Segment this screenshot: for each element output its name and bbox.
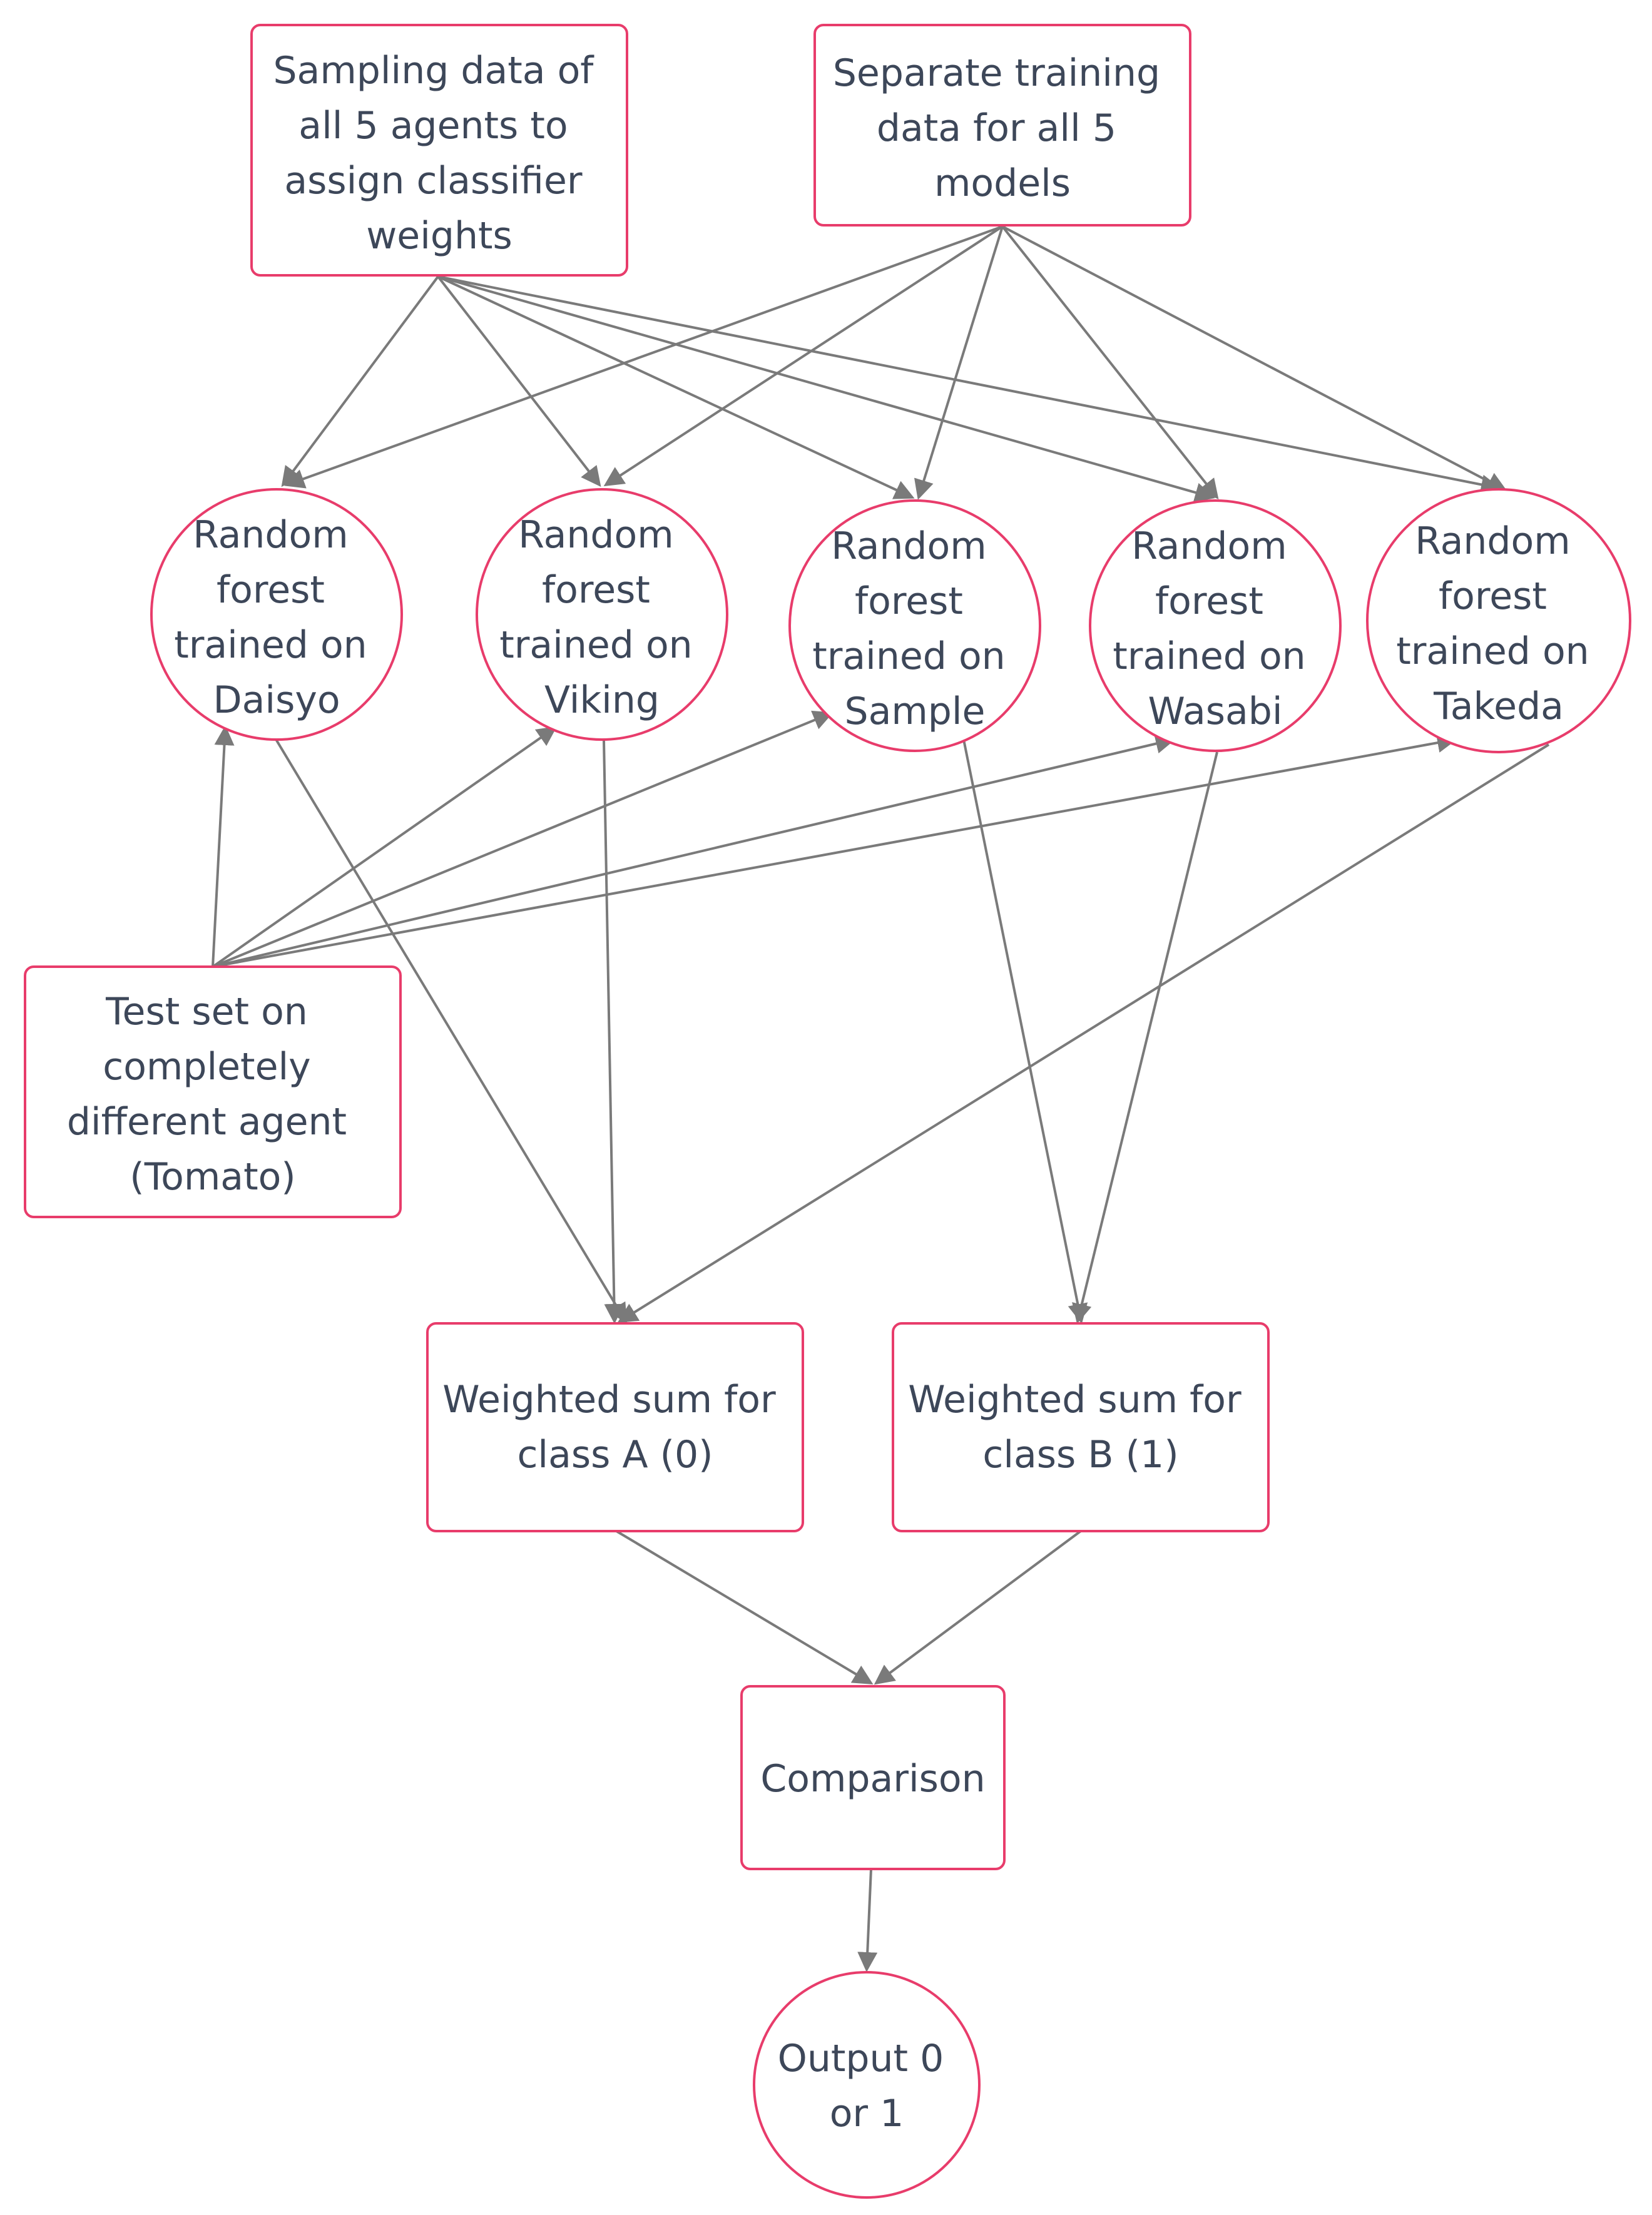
- edge-separate-to-takeda: [1002, 225, 1507, 491]
- node-rf-daisyo-line-3: trained on: [174, 623, 367, 667]
- node-test-set-label: Test set on completely different agent (…: [67, 990, 359, 1199]
- node-rf-sample-label: Random forest trained on Sample: [812, 524, 1017, 733]
- node-sampling: Sampling data of all 5 agents to assign …: [250, 24, 628, 277]
- node-separate-box: [813, 24, 1191, 227]
- edge-test-to-daisyo: [212, 725, 235, 967]
- node-separate-line-3: models: [934, 161, 1071, 205]
- node-rf-viking: Random forest trained on Viking: [476, 488, 728, 741]
- edge-separate-to-wasabi: [1001, 225, 1219, 500]
- edge-sampling-to-sample: [437, 275, 915, 499]
- node-comparison-line-1: Comparison: [760, 1757, 985, 1801]
- edge-test-to-sample: [212, 710, 834, 968]
- node-sum-b-label: Weighted sum for class B (1): [908, 1378, 1253, 1477]
- edge-comparison-to-output: [857, 1868, 878, 1972]
- edge-test-to-wasabi: [212, 733, 1176, 968]
- node-rf-viking-line-1: Random: [518, 513, 673, 557]
- node-sum-a: Weighted sum for class A (0): [426, 1322, 804, 1532]
- edge-viking-to-sum-a: [603, 740, 625, 1324]
- node-rf-wasabi-line-1: Random: [1131, 524, 1287, 568]
- edges: [212, 225, 1550, 1972]
- edge-test-to-viking: [212, 726, 558, 968]
- edge-sampling-to-viking: [437, 275, 601, 487]
- node-sum-a-line-1: Weighted sum for: [442, 1378, 776, 1422]
- node-rf-daisyo-line-4: Daisyo: [213, 678, 340, 722]
- node-rf-viking-circle: [476, 488, 728, 741]
- node-rf-sample-line-3: trained on: [812, 634, 1005, 678]
- node-rf-daisyo-circle: [150, 488, 403, 741]
- node-rf-daisyo: Random forest trained on Daisyo: [150, 488, 403, 741]
- node-comparison-label: Comparison: [760, 1757, 985, 1801]
- node-comparison: Comparison: [740, 1685, 1006, 1870]
- node-separate-label: Separate training data for all 5 models: [833, 51, 1172, 205]
- edge-sampling-to-daisyo: [281, 275, 439, 487]
- node-sum-a-box: [426, 1322, 804, 1532]
- node-rf-wasabi-line-4: Wasabi: [1148, 690, 1282, 733]
- edge-sampling-to-wasabi: [437, 275, 1215, 502]
- edge-sample-to-sum-b: [962, 739, 1088, 1324]
- node-rf-sample-line-2: forest: [855, 579, 963, 623]
- node-output-line-1: Output 0: [778, 2037, 944, 2080]
- node-rf-daisyo-line-2: forest: [217, 568, 325, 612]
- node-test-set-line-3: different agent: [67, 1100, 347, 1144]
- node-rf-wasabi-line-3: trained on: [1113, 634, 1305, 678]
- node-rf-sample-line-1: Random: [831, 524, 986, 568]
- node-sampling-line-3: assign classifier: [284, 159, 582, 203]
- node-sum-b-line-1: Weighted sum for: [908, 1378, 1242, 1422]
- node-rf-wasabi-circle: [1089, 499, 1342, 752]
- node-test-set-line-2: completely: [103, 1045, 310, 1089]
- node-sampling-line-1: Sampling data of: [273, 49, 594, 93]
- node-rf-wasabi-label: Random forest trained on Wasabi: [1113, 524, 1318, 733]
- node-rf-takeda-line-1: Random: [1415, 519, 1570, 563]
- edge-wasabi-to-sum-b: [1072, 751, 1218, 1324]
- node-test-set-line-1: Test set on: [105, 990, 308, 1034]
- edge-takeda-to-sum-a: [617, 743, 1550, 1323]
- node-rf-takeda-line-4: Takeda: [1433, 685, 1564, 728]
- node-sum-a-line-2: class A (0): [517, 1433, 713, 1477]
- node-rf-viking-line-4: Viking: [544, 678, 660, 722]
- node-separate: Separate training data for all 5 models: [813, 24, 1191, 227]
- node-separate-line-2: data for all 5: [877, 106, 1116, 150]
- edge-separate-to-daisyo: [284, 225, 1003, 489]
- node-sum-b: Weighted sum for class B (1): [892, 1322, 1270, 1532]
- edge-separate-to-sample: [914, 226, 1004, 500]
- node-rf-daisyo-label: Random forest trained on Daisyo: [174, 513, 379, 722]
- node-test-set-line-4: (Tomato): [130, 1155, 295, 1199]
- node-test-set: Test set on completely different agent (…: [24, 965, 402, 1218]
- edge-test-to-takeda: [212, 733, 1457, 968]
- node-sum-a-label: Weighted sum for class A (0): [442, 1378, 788, 1477]
- node-rf-takeda-label: Random forest trained on Takeda: [1396, 519, 1601, 728]
- node-output-line-2: or 1: [830, 2092, 904, 2136]
- node-output: Output 0 or 1: [753, 1971, 981, 2199]
- node-sampling-line-4: weights: [366, 214, 512, 258]
- edge-sum-b-to-comparison: [874, 1530, 1082, 1685]
- node-output-label: Output 0 or 1: [778, 2037, 956, 2136]
- node-rf-takeda-circle: [1366, 488, 1631, 753]
- node-rf-sample-circle: [788, 499, 1041, 752]
- node-separate-line-1: Separate training: [833, 51, 1160, 95]
- node-rf-wasabi-line-2: forest: [1155, 579, 1263, 623]
- node-rf-viking-line-2: forest: [542, 568, 650, 612]
- node-sampling-line-2: all 5 agents to: [298, 104, 568, 148]
- node-sampling-box: [250, 24, 628, 277]
- node-rf-sample: Random forest trained on Sample: [788, 499, 1041, 752]
- node-rf-viking-line-3: trained on: [499, 623, 692, 667]
- node-sum-b-line-2: class B (1): [982, 1433, 1178, 1477]
- node-rf-takeda: Random forest trained on Takeda: [1366, 488, 1631, 753]
- edge-separate-to-viking: [603, 225, 1004, 487]
- node-rf-sample-line-4: Sample: [845, 690, 986, 733]
- node-comparison-box: [740, 1685, 1006, 1870]
- node-rf-viking-label: Random forest trained on Viking: [499, 513, 705, 722]
- node-rf-takeda-line-2: forest: [1439, 574, 1547, 618]
- node-rf-wasabi: Random forest trained on Wasabi: [1089, 499, 1342, 752]
- edge-sum-a-to-comparison: [615, 1530, 874, 1685]
- node-output-circle: [753, 1971, 981, 2199]
- node-rf-takeda-line-3: trained on: [1396, 629, 1589, 673]
- edge-sampling-to-takeda: [437, 275, 1501, 495]
- edge-daisyo-to-sum-a: [274, 737, 628, 1324]
- node-rf-daisyo-line-1: Random: [193, 513, 348, 557]
- node-sum-b-box: [892, 1322, 1270, 1532]
- node-sampling-label: Sampling data of all 5 agents to assign …: [273, 49, 605, 258]
- node-test-set-box: [24, 965, 402, 1218]
